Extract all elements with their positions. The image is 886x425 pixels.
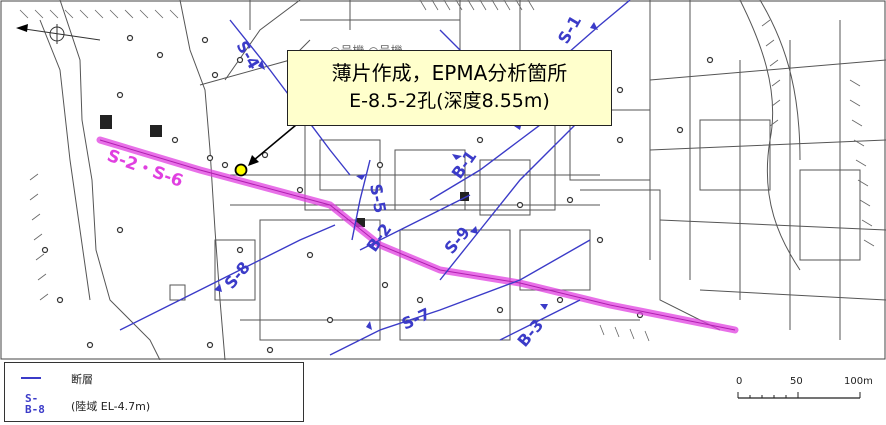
slope-hatching (19, 0, 875, 342)
legend-fault-row: 断層 (9, 369, 289, 386)
callout-borehole: E-8.5-2孔(深度8.55m) (349, 90, 550, 112)
callout-title: 薄片作成，EPMA分析箇所 (331, 61, 568, 85)
callout-pointer (253, 124, 297, 161)
fault-arrows (214, 22, 598, 330)
fault-s1 (559, 0, 631, 61)
facility-markers (100, 115, 469, 227)
fault-s7 (329, 239, 591, 356)
scale-label-50: 50 (790, 376, 803, 387)
fault-s9 (439, 99, 601, 281)
fault-lines (119, 0, 631, 356)
north-arrow-icon (16, 24, 101, 44)
scale-label-100: 100m (844, 376, 873, 387)
legend-code-bottom: B-8 (25, 403, 45, 416)
fault-b2 (359, 194, 471, 251)
label-s5: S-5 (366, 182, 390, 214)
scale-label-0: 0 (736, 376, 743, 387)
legend-fault-label: 断層 (71, 373, 93, 386)
legend-code-row: S- B-8 (陸域 EL-4.7m) (9, 393, 289, 417)
legend-code-note: (陸域 EL-4.7m) (71, 400, 151, 413)
location-marker-icon (234, 163, 248, 177)
scale-bar-graphic (737, 392, 861, 399)
analysis-location-callout: 薄片作成，EPMA分析箇所 E-8.5-2孔(深度8.55m) (287, 50, 612, 126)
fault-s5 (351, 159, 371, 241)
callout-pointer-head (248, 155, 259, 166)
legend-code-top: S- (25, 392, 39, 405)
fault-b3 (499, 299, 581, 341)
borehole-points (41, 34, 714, 354)
scale-bar: 0 50 100m (732, 372, 877, 412)
map-legend: 断層 S- B-8 (陸域 EL-4.7m) (4, 362, 304, 422)
fault-s8 (119, 224, 336, 331)
fault-line-swatch (21, 377, 41, 379)
